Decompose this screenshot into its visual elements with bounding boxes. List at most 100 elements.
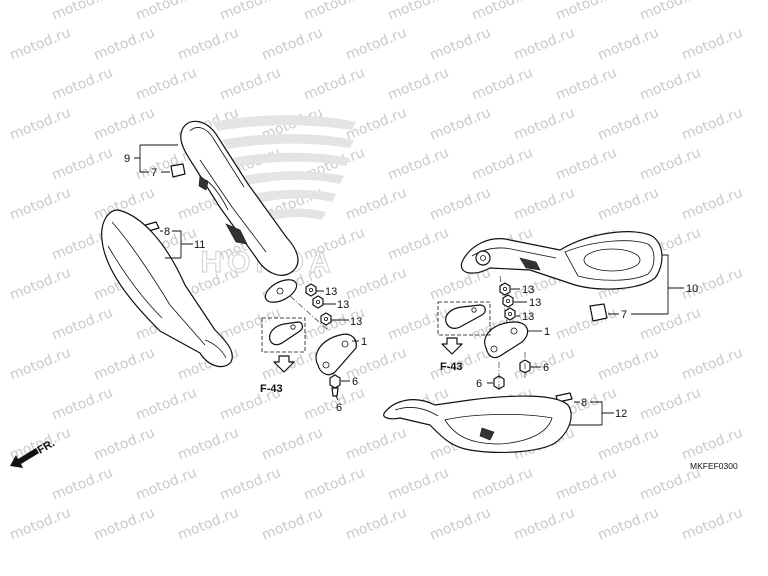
watermark-text: motod.ru xyxy=(512,25,578,64)
watermark-text: motod.ru xyxy=(302,0,368,24)
watermark-text: motod.ru xyxy=(512,505,578,544)
right-nut-stack xyxy=(499,275,516,331)
watermark-text: motod.ru xyxy=(134,385,200,424)
brand-logo: HONDA xyxy=(200,115,356,280)
watermark-text: motod.ru xyxy=(386,145,452,184)
right-leaders xyxy=(487,254,684,426)
watermark-text: motod.ru xyxy=(680,185,746,224)
left-housing-part xyxy=(170,163,186,178)
right-cover xyxy=(383,395,572,453)
watermark-text: motod.ru xyxy=(344,425,410,464)
watermark-text: motod.ru xyxy=(470,465,536,504)
watermark-text: motod.ru xyxy=(218,465,284,504)
label-left-cap: 8 xyxy=(164,226,170,238)
diagram-code: MKFEF0300 xyxy=(690,461,738,471)
watermark-text: motod.ru xyxy=(134,465,200,504)
watermark-text: motod.ru xyxy=(92,25,158,64)
watermark-text: motod.ru xyxy=(50,305,116,344)
watermark-text: motod.ru xyxy=(638,145,704,184)
watermark-text: motod.ru xyxy=(470,65,536,104)
label-left-nut-c: 13 xyxy=(350,316,362,328)
right-housing xyxy=(460,231,663,290)
watermark-text: motod.ru xyxy=(554,465,620,504)
watermark-text: motod.ru xyxy=(176,25,242,64)
watermark-text: motod.ru xyxy=(92,505,158,544)
watermark-text: motod.ru xyxy=(8,185,74,224)
watermark-text: motod.ru xyxy=(554,65,620,104)
watermark-text: motod.ru xyxy=(386,305,452,344)
label-right-cover: 12 xyxy=(615,408,627,420)
left-bolts xyxy=(329,374,341,397)
label-left-nut-b: 13 xyxy=(337,299,349,311)
watermark-text: motod.ru xyxy=(596,505,662,544)
watermark-text: motod.ru xyxy=(302,465,368,504)
watermark-text: motod.ru xyxy=(554,305,620,344)
watermark-text: motod.ru xyxy=(596,25,662,64)
watermark-text: motod.ru xyxy=(92,425,158,464)
watermark-text: motod.ru xyxy=(596,185,662,224)
watermark-text: motod.ru xyxy=(638,0,704,24)
watermark-text: motod.ru xyxy=(638,385,704,424)
label-left-housing: 9 xyxy=(124,153,130,165)
watermark-text: motod.ru xyxy=(260,25,326,64)
left-assembly: 9 7 8 11 13 13 13 1 6 6 F-43 xyxy=(101,120,367,414)
right-assembly: 13 13 13 1 10 7 6 6 F-43 8 12 xyxy=(383,231,698,453)
label-left-bracket: 1 xyxy=(361,336,367,348)
watermark-text: motod.ru xyxy=(8,265,74,304)
watermark-text: motod.ru xyxy=(8,25,74,64)
watermark-text: motod.ru xyxy=(218,65,284,104)
watermark-text: motod.ru xyxy=(596,425,662,464)
label-right-cap: 8 xyxy=(581,397,587,409)
label-right-nut-a: 13 xyxy=(522,284,534,296)
right-reference-arrow xyxy=(441,337,463,355)
label-right-housing: 10 xyxy=(686,283,698,295)
watermark-text: motod.ru xyxy=(50,0,116,24)
watermark-text: motod.ru xyxy=(176,425,242,464)
watermark-text: motod.ru xyxy=(512,105,578,144)
watermark-text: motod.ru xyxy=(50,65,116,104)
watermark-text: motod.ru xyxy=(344,505,410,544)
label-left-housing-part: 7 xyxy=(151,167,157,179)
watermark-text: motod.ru xyxy=(92,105,158,144)
watermark-text: motod.ru xyxy=(50,385,116,424)
watermark-text: motod.ru xyxy=(428,185,494,224)
left-nut-stack xyxy=(289,283,332,331)
watermark-text: motod.ru xyxy=(302,65,368,104)
left-reference-box xyxy=(261,317,306,373)
label-right-nut-c: 13 xyxy=(522,311,534,323)
watermark-text: motod.ru xyxy=(428,25,494,64)
watermark-text: motod.ru xyxy=(596,345,662,384)
watermark-text: motod.ru xyxy=(92,345,158,384)
label-right-reference: F-43 xyxy=(440,361,463,373)
watermark-text: motod.ru xyxy=(260,425,326,464)
watermark-text: motod.ru xyxy=(680,345,746,384)
watermark-text: motod.ru xyxy=(638,65,704,104)
left-cover xyxy=(101,209,233,368)
watermark-text: motod.ru xyxy=(50,145,116,184)
front-arrow-icon xyxy=(10,448,39,468)
watermark-text: motod.ru xyxy=(8,105,74,144)
watermark-text: motod.ru xyxy=(470,145,536,184)
right-housing-part xyxy=(589,303,608,322)
watermark-text: motod.ru xyxy=(680,505,746,544)
label-right-nut-b: 13 xyxy=(529,297,541,309)
watermark-text: motod.ru xyxy=(428,505,494,544)
watermark-text: motod.ru xyxy=(8,345,74,384)
watermark-text: motod.ru xyxy=(386,0,452,24)
watermark-text: motod.ru xyxy=(134,65,200,104)
left-reference-arrow xyxy=(273,355,295,373)
label-right-bracket: 1 xyxy=(544,326,550,338)
watermark-text: motod.ru xyxy=(554,0,620,24)
left-leaders xyxy=(134,144,359,401)
watermark-text: motod.ru xyxy=(428,105,494,144)
watermark-text: motod.ru xyxy=(344,185,410,224)
label-right-bolt-b: 6 xyxy=(476,378,482,390)
left-housing xyxy=(180,120,299,303)
left-bracket xyxy=(315,333,357,376)
watermark-text: motod.ru xyxy=(260,505,326,544)
watermark-text: motod.ru xyxy=(218,0,284,24)
watermark-text: motod.ru xyxy=(50,465,116,504)
right-reference-box xyxy=(437,301,491,355)
right-bracket xyxy=(484,321,529,359)
